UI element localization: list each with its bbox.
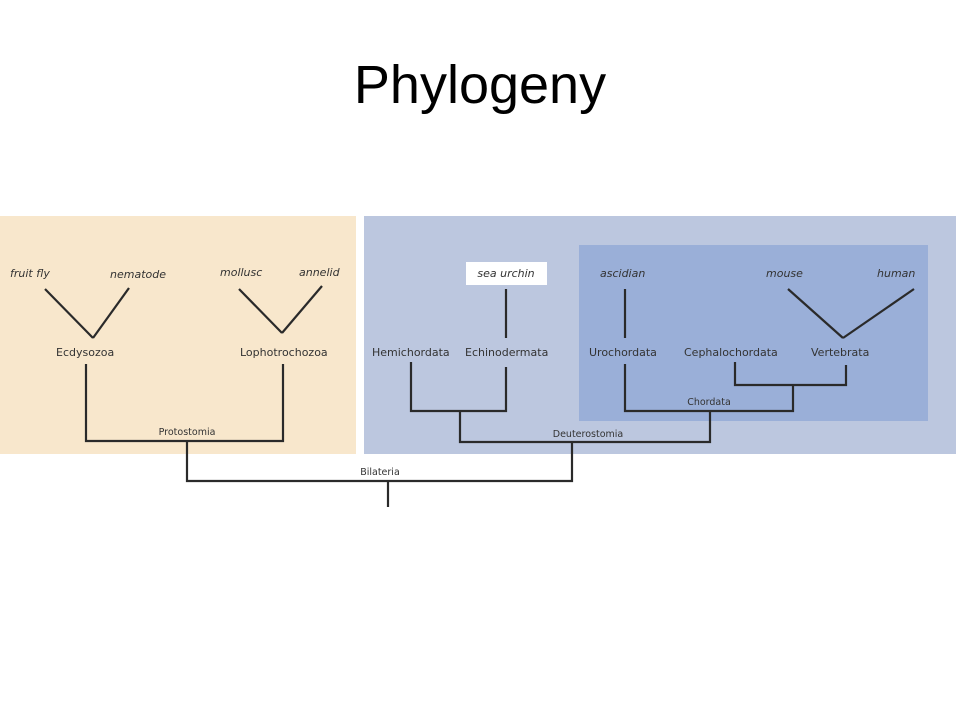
clade-lophotrochozoa: Lophotrochozoa	[240, 346, 328, 359]
chordata-panel	[579, 245, 928, 421]
internal-branches	[84, 362, 848, 507]
protostomia-panel	[0, 216, 356, 454]
species-mollusc: mollusc	[220, 266, 262, 279]
sea-urchin-highlight-box	[466, 262, 547, 285]
node-chordata: Chordata	[687, 397, 731, 408]
clade-hemichordata: Hemichordata	[372, 346, 450, 359]
clade-ecdysozoa: Ecdysozoa	[56, 346, 114, 359]
clade-urochordata: Urochordata	[589, 346, 657, 359]
node-bilateria: Bilateria	[360, 467, 400, 478]
species-mouse: mouse	[766, 267, 803, 280]
clade-echinodermata: Echinodermata	[465, 346, 548, 359]
species-sea-urchin: sea urchin	[477, 267, 534, 280]
species-fruit-fly: fruit fly	[10, 267, 50, 280]
species-ascidian: ascidian	[600, 267, 645, 280]
node-deuterostomia: Deuterostomia	[553, 429, 623, 440]
clade-vertebrata: Vertebrata	[811, 346, 869, 359]
species-human: human	[877, 267, 915, 280]
terminal-branches	[44, 285, 915, 339]
slide-title: Phylogeny	[353, 55, 607, 115]
clade-cephalochordata: Cephalochordata	[684, 346, 778, 359]
species-nematode: nematode	[110, 268, 166, 281]
node-protostomia: Protostomia	[159, 427, 216, 438]
species-annelid: annelid	[299, 266, 341, 279]
